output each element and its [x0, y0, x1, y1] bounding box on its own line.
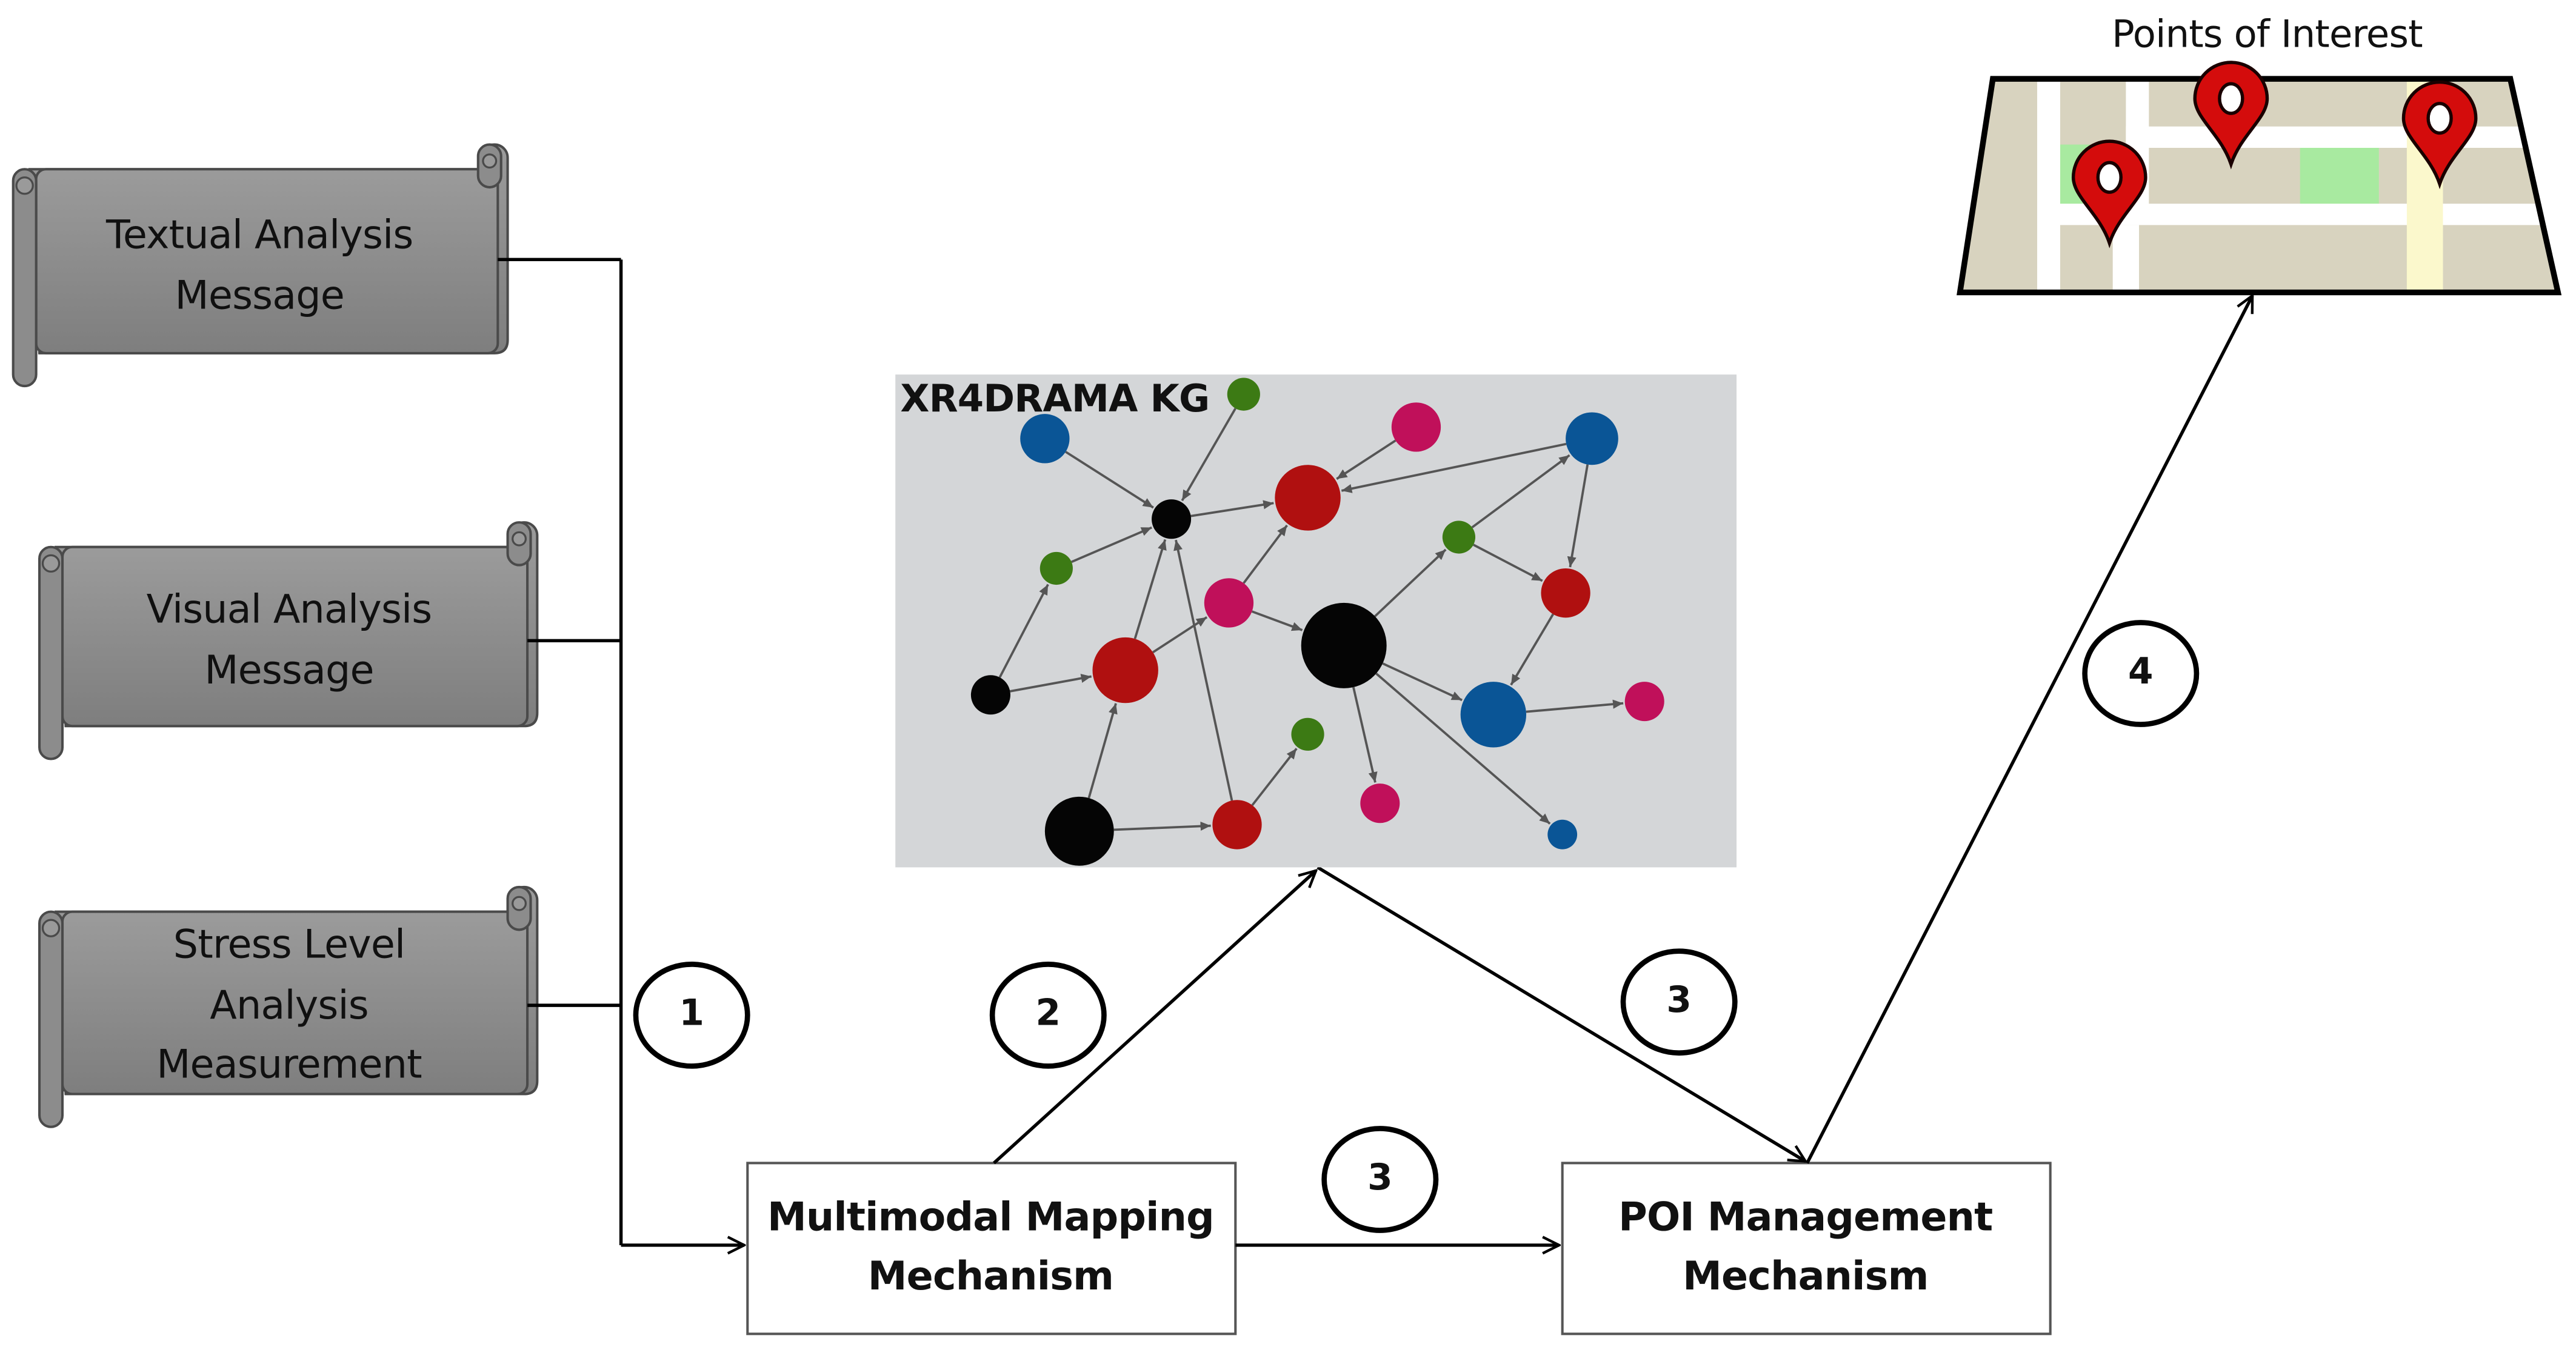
- kg-edge: [1087, 703, 1118, 799]
- kg-node-black: [1301, 602, 1387, 688]
- visual-analysis-label-line2: Message: [204, 647, 374, 694]
- kg-edge: [1190, 500, 1274, 517]
- textual-analysis-label-line1: Textual Analysis: [106, 211, 413, 258]
- kg-edge: [1133, 539, 1167, 639]
- step-1-label: 1: [679, 994, 704, 1035]
- scroll-sheet: [35, 168, 499, 354]
- kg-node-red: [1541, 568, 1590, 618]
- map-road: [2126, 126, 2558, 148]
- stress-level-label-line1: Stress Level: [173, 921, 405, 968]
- step-1-circle: [633, 962, 750, 1069]
- step-2-label: 2: [1035, 994, 1061, 1035]
- input-connector: [498, 258, 744, 1245]
- map-park: [2300, 147, 2379, 207]
- scroll-left-roll: [12, 168, 38, 388]
- map-road: [2037, 79, 2060, 293]
- kg-edge: [1243, 524, 1288, 584]
- kg-node-red: [1092, 637, 1158, 703]
- scroll-stress[interactable]: [38, 885, 539, 1128]
- scroll-sheet: [61, 545, 529, 728]
- map-pin-icon: [2071, 139, 2147, 248]
- kg-node-black: [1044, 796, 1114, 866]
- kg-edge: [1173, 539, 1233, 801]
- kg-edge: [1526, 699, 1624, 713]
- scroll-curl: [512, 896, 527, 911]
- kg-edge: [1473, 544, 1543, 582]
- kg-node-blue: [1460, 682, 1527, 748]
- kg-edge: [998, 584, 1049, 678]
- map-pin-icon: [2193, 61, 2269, 170]
- map-road: [2112, 225, 2140, 293]
- multimodal-mapping-box[interactable]: [746, 1162, 1237, 1335]
- kg-edge: [1352, 687, 1378, 783]
- arrow-poi-to-map: [1806, 296, 2254, 1164]
- kg-node-magenta: [1624, 682, 1664, 722]
- kg-node-black: [1152, 499, 1192, 539]
- scroll-visual[interactable]: [38, 521, 539, 760]
- stress-level-label-line3: Measurement: [156, 1041, 422, 1088]
- kg-edge: [1471, 454, 1570, 528]
- kg-node-magenta: [1360, 783, 1400, 823]
- kg-node-red: [1212, 800, 1262, 850]
- stress-level-label-line2: Analysis: [210, 982, 369, 1029]
- kg-node-black: [970, 675, 1010, 715]
- kg-node-blue: [1020, 414, 1070, 464]
- arrow-multimodal-to-kg: [993, 871, 1316, 1165]
- kg-edge: [1341, 442, 1567, 493]
- step-4-label: 4: [2128, 652, 2154, 694]
- scroll-curl: [482, 153, 498, 169]
- kg-node-magenta: [1204, 578, 1254, 628]
- kg-node-blue: [1547, 819, 1578, 850]
- kg-edge: [1251, 748, 1298, 807]
- kg-edge: [1181, 408, 1236, 502]
- kg-edge: [1567, 464, 1589, 568]
- step-4-circle: [2082, 620, 2200, 727]
- scroll-left-roll: [38, 910, 64, 1128]
- poi-management-label-line1: POI Management: [1618, 1194, 1993, 1240]
- poi-management-box[interactable]: [1561, 1162, 2052, 1335]
- kg-node-blue: [1566, 412, 1618, 465]
- step-3-direct-label: 3: [1367, 1158, 1393, 1200]
- map-pin-icon: [2401, 80, 2478, 190]
- kg-node-green: [1227, 377, 1260, 411]
- multimodal-mapping-label-line2: Mechanism: [867, 1253, 1114, 1300]
- step-3-direct-circle: [1321, 1126, 1439, 1233]
- scroll-textual[interactable]: [12, 143, 509, 388]
- kg-edge: [1375, 673, 1551, 825]
- textual-analysis-label-line2: Message: [175, 273, 345, 319]
- kg-node-magenta: [1391, 402, 1441, 452]
- kg-edge: [1113, 821, 1211, 831]
- kg-edge: [1010, 673, 1092, 693]
- kg-node-red: [1275, 465, 1341, 531]
- kg-edge: [1382, 662, 1463, 702]
- kg-node-green: [1291, 717, 1324, 751]
- scroll-curl: [41, 919, 61, 937]
- kg-edge: [1065, 451, 1154, 509]
- multimodal-mapping-label-line1: Multimodal Mapping: [767, 1194, 1215, 1240]
- kg-edge: [1336, 439, 1396, 480]
- kg-edge: [1374, 548, 1447, 617]
- map-border: [1957, 76, 2562, 296]
- arrow-kg-to-poi: [1316, 866, 1806, 1161]
- scroll-left-roll: [38, 545, 64, 760]
- kg-edge: [1251, 610, 1303, 631]
- kg-edge: [1071, 526, 1152, 564]
- step-3-kg-label: 3: [1666, 980, 1692, 1022]
- map-title: Points of Interest: [2112, 14, 2423, 57]
- scroll-curl: [41, 554, 61, 573]
- scroll-curl: [512, 531, 527, 547]
- kg-node-green: [1442, 521, 1476, 554]
- scroll-curl: [15, 176, 34, 195]
- step-3-kg-circle: [1620, 948, 1738, 1056]
- kg-title: XR4DRAMA KG: [900, 378, 1210, 422]
- poi-management-label-line2: Mechanism: [1683, 1253, 1929, 1300]
- kg-edge: [1510, 613, 1554, 686]
- step-2-circle: [989, 962, 1107, 1069]
- kg-node-green: [1039, 551, 1073, 585]
- visual-analysis-label-line1: Visual Analysis: [146, 586, 433, 633]
- kg-edge: [1152, 616, 1208, 654]
